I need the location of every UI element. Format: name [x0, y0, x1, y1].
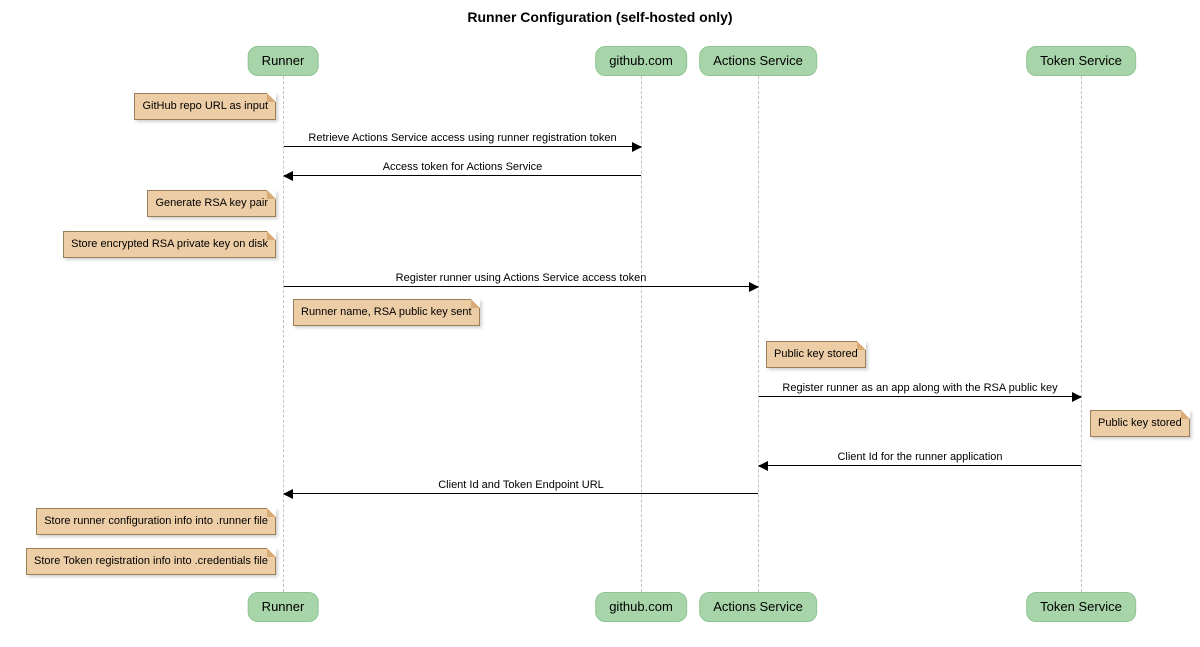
- arrowhead-right-icon: [1072, 392, 1082, 402]
- message-client-id-app-label: Client Id for the runner application: [837, 451, 1003, 463]
- arrowhead-left-icon: [758, 461, 768, 471]
- lifeline-runner: [283, 76, 284, 592]
- message-retrieve-access: Retrieve Actions Service access using ru…: [284, 129, 642, 152]
- message-register-app-line: [759, 396, 1081, 397]
- participant-runner-bottom: Runner: [247, 592, 319, 622]
- message-register-app: Register runner as an app along with the…: [759, 379, 1082, 402]
- note-github-repo-url: GitHub repo URL as input: [134, 93, 276, 120]
- message-register-runner: Register runner using Actions Service ac…: [284, 269, 759, 292]
- message-client-id-endpoint: Client Id and Token Endpoint URL: [283, 476, 758, 499]
- message-register-app-label: Register runner as an app along with the…: [782, 382, 1058, 394]
- message-retrieve-access-label: Retrieve Actions Service access using ru…: [308, 132, 617, 144]
- message-register-runner-label: Register runner using Actions Service ac…: [395, 272, 647, 284]
- message-retrieve-access-line: [284, 146, 641, 147]
- note-store-private-key: Store encrypted RSA private key on disk: [63, 231, 276, 258]
- diagram-title: Runner Configuration (self-hosted only): [467, 9, 733, 25]
- participant-runner-top: Runner: [247, 46, 319, 76]
- arrowhead-left-icon: [283, 171, 293, 181]
- arrowhead-left-icon: [283, 489, 293, 499]
- message-access-token: Access token for Actions Service: [283, 158, 641, 181]
- note-store-runner-file: Store runner configuration info into .ru…: [36, 508, 276, 535]
- participant-actions-service-top: Actions Service: [699, 46, 817, 76]
- message-client-id-app: Client Id for the runner application: [758, 448, 1081, 471]
- lifeline-actions-service: [758, 76, 759, 592]
- arrowhead-right-icon: [632, 142, 642, 152]
- participant-actions-service-bottom: Actions Service: [699, 592, 817, 622]
- message-client-id-endpoint-label: Client Id and Token Endpoint URL: [438, 479, 604, 491]
- participant-token-service-bottom: Token Service: [1026, 592, 1136, 622]
- message-access-token-line: [284, 175, 641, 176]
- note-store-credentials-file: Store Token registration info into .cred…: [26, 548, 276, 575]
- message-client-id-endpoint-line: [284, 493, 758, 494]
- arrowhead-right-icon: [749, 282, 759, 292]
- note-public-key-stored-token: Public key stored: [1090, 410, 1190, 437]
- message-register-runner-line: [284, 286, 758, 287]
- note-public-key-stored-actions: Public key stored: [766, 341, 866, 368]
- participant-token-service-top: Token Service: [1026, 46, 1136, 76]
- message-client-id-app-line: [759, 465, 1081, 466]
- participant-github-bottom: github.com: [595, 592, 687, 622]
- message-access-token-label: Access token for Actions Service: [382, 161, 543, 173]
- lifeline-github: [641, 76, 642, 592]
- participant-github-top: github.com: [595, 46, 687, 76]
- note-runner-name-sent: Runner name, RSA public key sent: [293, 299, 480, 326]
- note-generate-rsa-key: Generate RSA key pair: [147, 190, 276, 217]
- lifeline-token-service: [1081, 76, 1082, 592]
